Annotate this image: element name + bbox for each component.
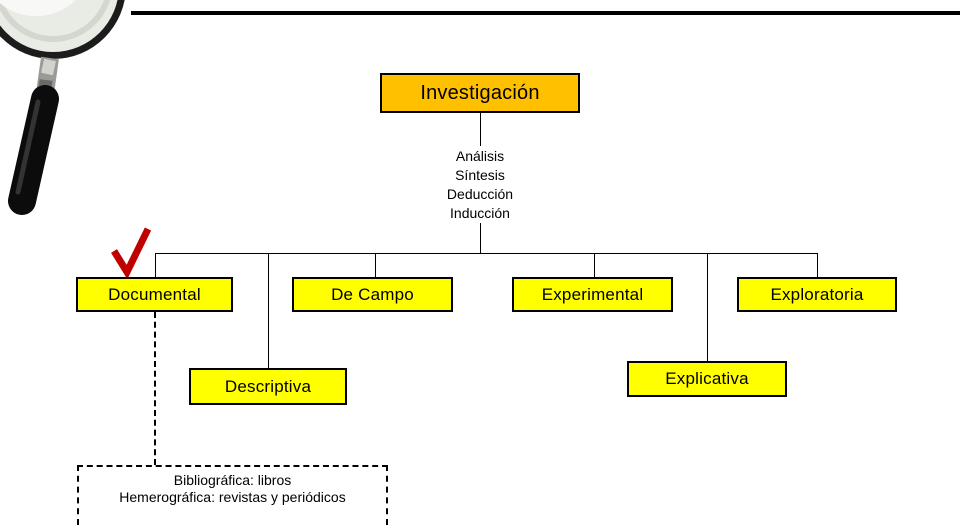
connector-horizontal-bar (155, 253, 818, 254)
connector-drop-experimental (594, 253, 595, 278)
red-checkmark-icon (111, 227, 152, 280)
documental-note-box: Bibliográfica: libros Hemerográfica: rev… (77, 465, 388, 525)
node-investigacion-label: Investigación (420, 81, 540, 104)
connector-drop-decampo (375, 253, 376, 278)
node-de-campo: De Campo (292, 277, 453, 312)
node-documental: Documental (76, 277, 233, 312)
methods-line-deduccion: Deducción (446, 186, 514, 202)
node-documental-label: Documental (108, 284, 201, 304)
node-experimental-label: Experimental (541, 284, 644, 304)
connector-drop-documental (155, 253, 156, 278)
connector-root-to-methods (480, 112, 481, 146)
node-investigacion: Investigación (380, 73, 580, 113)
magnifying-glass-icon (0, 0, 125, 215)
methods-list: Análisis Síntesis Deducción Inducción (380, 147, 580, 223)
methods-line-induccion: Inducción (450, 205, 510, 221)
connector-dashed-documental-note (154, 312, 156, 465)
methods-line-analisis: Análisis (455, 148, 505, 164)
node-experimental: Experimental (512, 277, 673, 312)
methods-line-sintesis: Síntesis (455, 167, 505, 183)
node-descriptiva-label: Descriptiva (224, 376, 312, 396)
top-rule (131, 11, 960, 15)
connector-methods-to-bar (480, 223, 481, 254)
note-line-bibliografica: Bibliográfica: libros (173, 472, 292, 488)
node-explicativa: Explicativa (627, 361, 787, 397)
note-line-hemerografica: Hemerográfica: revistas y periódicos (119, 489, 346, 505)
connector-drop-descriptiva (268, 253, 269, 368)
node-descriptiva: Descriptiva (189, 368, 347, 405)
connector-drop-explicativa (707, 253, 708, 361)
node-exploratoria: Exploratoria (737, 277, 897, 312)
node-de-campo-label: De Campo (331, 284, 414, 304)
node-exploratoria-label: Exploratoria (770, 284, 864, 304)
node-explicativa-label: Explicativa (665, 369, 749, 388)
connector-drop-exploratoria (817, 253, 818, 278)
